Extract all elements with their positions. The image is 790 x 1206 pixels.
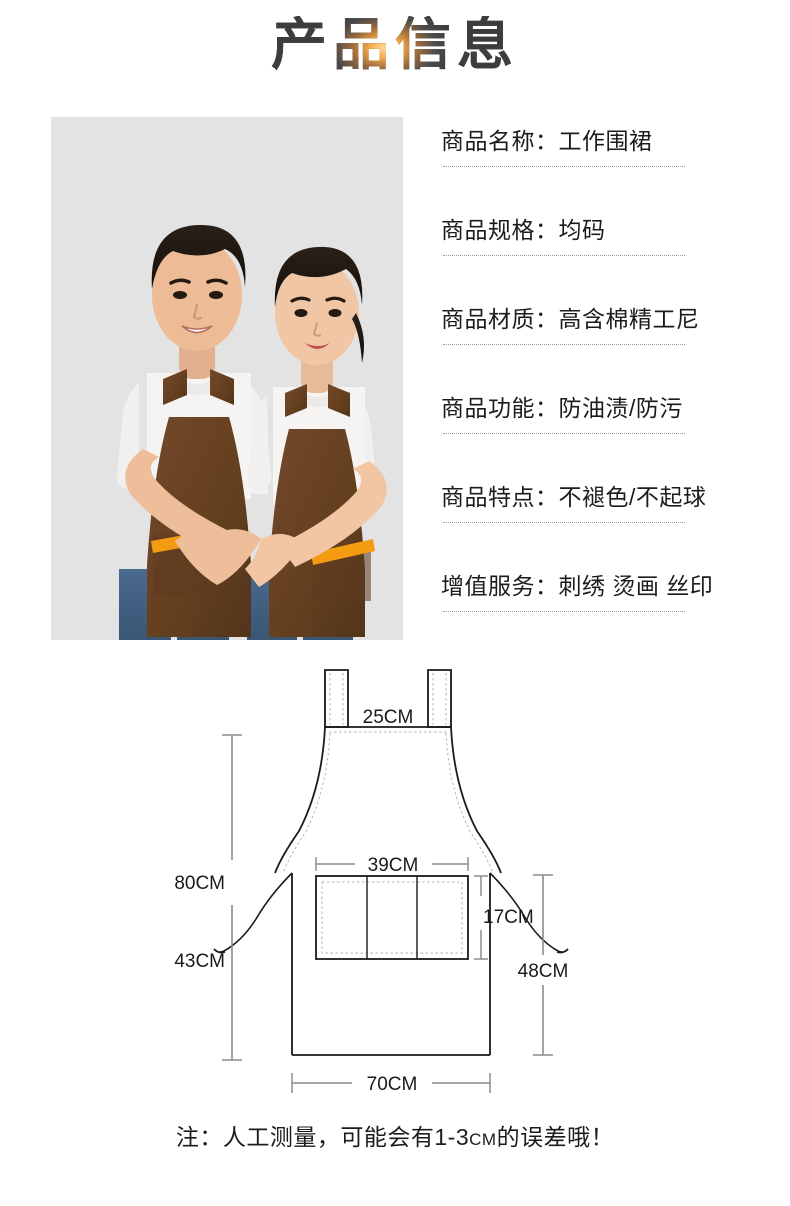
spec-text: 增值服务：刺绣 烫画 丝印 (441, 573, 714, 599)
dimension-line-hem-width (291, 1073, 491, 1093)
dimension-line-side-length (533, 874, 553, 1056)
dimension-label-body-length: 80CM (174, 873, 225, 894)
page-header: 产品信息 (0, 16, 790, 75)
spec-row-product-features: 商品特点：不褪色/不起球 (441, 482, 741, 571)
dimension-line-pocket-height (474, 875, 488, 960)
disclaimer-prefix: 注：人工测量，可能会有1-3 (175, 1124, 470, 1150)
apron-size-diagram: 25CM 80CM 43CM 39CM 17CM (0, 655, 790, 1095)
apron-outline (274, 669, 502, 1056)
spec-row-product-size: 商品规格：均码 (441, 215, 741, 304)
dimension-label-hem-width: 70CM (367, 1074, 418, 1095)
spec-text: 商品功能：防油渍/防污 (441, 395, 683, 421)
spec-text: 商品规格：均码 (441, 217, 606, 243)
apron-technical-drawing: 25CM 80CM 43CM 39CM 17CM (174, 669, 569, 1095)
dimension-strap-gap: 25CM (363, 707, 414, 728)
spec-row-product-name: 商品名称：工作围裙 (441, 126, 741, 215)
spec-text: 商品名称：工作围裙 (441, 128, 653, 154)
spec-row-value-added-service: 增值服务：刺绣 烫画 丝印 (441, 571, 741, 660)
spec-row-product-function: 商品功能：防油渍/防污 (441, 393, 741, 482)
disclaimer-suffix: 的误差哦！ (496, 1124, 615, 1150)
apron-side-ties (213, 872, 569, 954)
disclaimer-unit: CM (469, 1130, 497, 1149)
apron-pocket (315, 875, 469, 960)
dimension-label-pocket-width: 39CM (368, 855, 419, 876)
product-photo-illustration (51, 117, 403, 640)
apron-stitching (282, 673, 494, 874)
spec-text: 商品特点：不褪色/不起球 (441, 484, 707, 510)
spec-row-product-material: 商品材质：高含棉精工尼 (441, 304, 741, 393)
spec-divider (443, 522, 685, 523)
dimension-line-body-length (222, 734, 242, 1061)
dimension-label-pocket-height: 17CM (483, 907, 534, 928)
dimension-label-side-drop: 43CM (174, 951, 225, 972)
spec-text: 商品材质：高含棉精工尼 (441, 306, 700, 332)
dimension-label-side-length: 48CM (518, 961, 569, 982)
spec-divider (443, 611, 685, 612)
product-spec-list: 商品名称：工作围裙 商品规格：均码 商品材质：高含棉精工尼 商品功能：防油渍/防… (441, 126, 741, 660)
measurement-disclaimer: 注：人工测量，可能会有1-3CM的误差哦！ (0, 1118, 790, 1152)
spec-divider (443, 433, 685, 434)
page-title: 产品信息 (271, 13, 519, 76)
spec-divider (443, 166, 685, 167)
spec-divider (443, 344, 685, 345)
dimension-label-strap-gap: 25CM (363, 707, 414, 728)
product-photo (51, 117, 403, 640)
spec-divider (443, 255, 685, 256)
dimension-line-pocket-width (315, 857, 469, 871)
